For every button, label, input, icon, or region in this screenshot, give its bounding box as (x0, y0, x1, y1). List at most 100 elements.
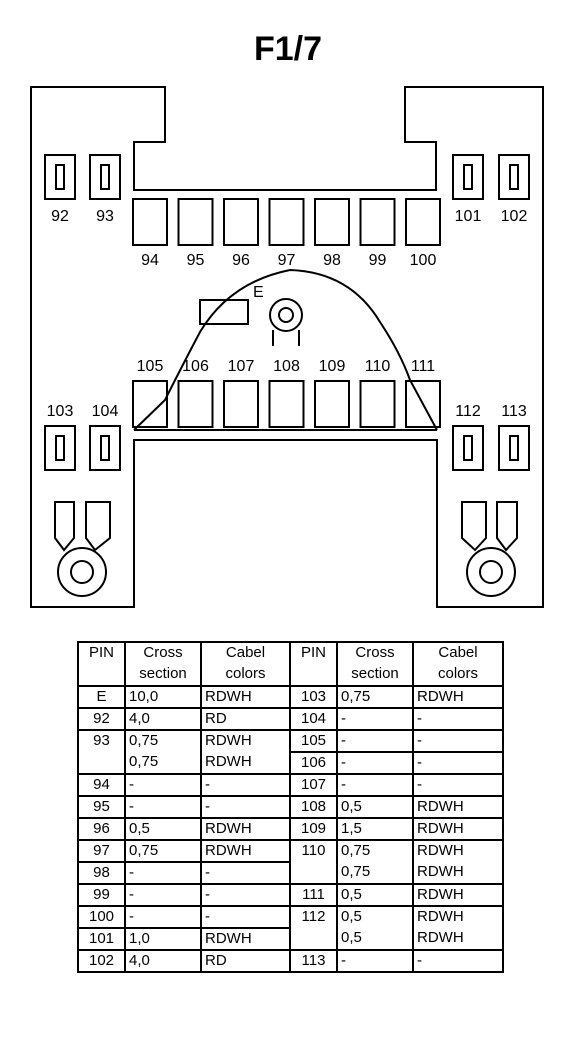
cable-color-cell: - (412, 751, 504, 775)
mount-hole-right-outer (466, 547, 516, 597)
pin-cell: E (77, 685, 126, 709)
slot-label-111: 111 (411, 358, 435, 375)
pin-cell: 103 (289, 685, 338, 709)
relay-slot-98 (314, 198, 350, 246)
slot-label-102: 102 (501, 208, 528, 225)
cable-color-cell: RDWH (200, 839, 291, 863)
slot-label-96: 96 (232, 252, 250, 269)
slot-label-103: 103 (47, 403, 74, 420)
cross-section-cell: 1,5 (336, 817, 414, 841)
pin-cell: 109 (289, 817, 338, 841)
slot-label-108: 108 (273, 358, 300, 375)
slot-label-112: 112 (455, 403, 481, 420)
relay-slot-105 (132, 380, 168, 428)
cable-color-cell: - (412, 773, 504, 797)
fuse-blade-102 (509, 164, 519, 190)
cable-color-cell: RDWH (412, 883, 504, 907)
clip-left-2 (85, 501, 111, 552)
slot-label-104: 104 (92, 403, 119, 420)
cable-color-cell: RDWH (412, 795, 504, 819)
pin-cell: 110 (289, 839, 338, 885)
clip-right-2 (496, 501, 518, 552)
board-outline (30, 86, 544, 608)
page-title: F1/7 (253, 30, 323, 68)
clip-right-1 (461, 501, 487, 552)
fuse-slot-101 (452, 154, 484, 200)
table-row: 106-- (78, 751, 504, 775)
cross-section-cell: 4,0 (124, 707, 202, 731)
pin-cell: 105 (289, 729, 338, 753)
pin-cell: 102 (77, 949, 126, 973)
slot-label-95: 95 (187, 252, 205, 269)
slot-label-97: 97 (278, 252, 296, 269)
cross-section-cell: - (336, 729, 414, 753)
cable-color-cell: RDWH (412, 817, 504, 841)
header-pin-left: PIN (77, 641, 126, 687)
relay-housing-arch (133, 268, 438, 431)
fuse-blade-113 (509, 435, 519, 461)
relay-slot-111 (405, 380, 441, 428)
cross-section-cell: - (336, 773, 414, 797)
cross-section-cell: - (124, 773, 202, 797)
slot-label-94: 94 (141, 252, 159, 269)
cable-color-cell: RD (200, 949, 291, 973)
table-row: 94--107-- (77, 773, 504, 797)
cross-section-cell: - (336, 707, 414, 731)
slot-label-109: 109 (319, 358, 346, 375)
pin-cell: 95 (77, 795, 126, 819)
slot-label-106: 106 (182, 358, 209, 375)
relay-slot-96 (223, 198, 259, 246)
slot-label-99: 99 (369, 252, 387, 269)
cross-section-cell: - (124, 861, 202, 885)
pin-cell: 112 (289, 905, 338, 951)
cross-section-cell: 4,0 (124, 949, 202, 973)
ground-stud-inner (278, 307, 294, 323)
cable-color-cell: RDWH (412, 685, 504, 709)
fuse-slot-113 (498, 425, 530, 471)
pin-cell: 111 (289, 883, 338, 907)
fuse-blade-92 (55, 164, 65, 190)
fuse-slot-104 (89, 425, 121, 471)
cross-section-cell: 0,5 (336, 883, 414, 907)
fuse-blade-103 (55, 435, 65, 461)
clip-left-1 (54, 501, 75, 552)
fuse-blade-101 (463, 164, 473, 190)
cable-color-cell: RDWH (200, 685, 291, 709)
fuse-slot-92 (44, 154, 76, 200)
cross-section-cell: 0,5 (124, 817, 202, 841)
cross-section-cell: - (124, 883, 202, 907)
relay-slot-97 (268, 198, 305, 246)
relay-slot-94 (132, 198, 168, 246)
fuse-blade-104 (100, 435, 110, 461)
pin-cell: 99 (77, 883, 126, 907)
cross-section-cell: - (336, 949, 414, 973)
fuse-slot-112 (452, 425, 484, 471)
slot-label-100: 100 (410, 252, 437, 269)
ground-terminal-block (199, 299, 249, 325)
cross-section-cell: 10,0 (124, 685, 202, 709)
slot-label-101: 101 (455, 208, 482, 225)
relay-slot-100 (405, 198, 441, 246)
cross-section-cell: 0,75 (336, 685, 414, 709)
relay-slot-106 (177, 380, 214, 428)
cable-color-cell: - (412, 707, 504, 731)
fuse-slot-93 (89, 154, 121, 200)
cable-color-cell: - (200, 883, 291, 907)
relay-slot-99 (359, 198, 396, 246)
